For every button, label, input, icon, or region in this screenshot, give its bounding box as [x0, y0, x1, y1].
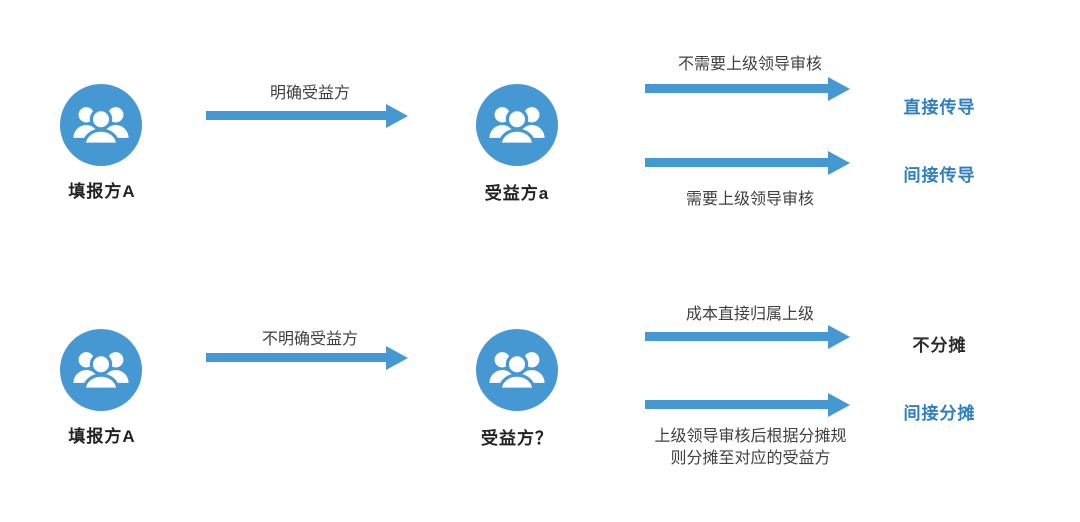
outcome-label: 不分摊	[912, 336, 967, 355]
outcome-label: 间接传导	[903, 166, 976, 185]
flow-arrow	[206, 111, 386, 120]
flow-arrow	[206, 353, 386, 362]
group-icon	[60, 329, 142, 411]
source-node-label: 填报方A	[68, 427, 136, 446]
flow-arrow	[645, 158, 828, 167]
target-node-label: 受益方a	[484, 184, 550, 203]
group-icon	[476, 84, 558, 166]
outcome-label: 间接分摊	[903, 404, 976, 423]
source-node-label: 填报方A	[68, 182, 136, 201]
flow-arrow	[645, 332, 828, 341]
condition-label: 不需要上级领导审核	[677, 56, 822, 73]
condition-label: 上级领导审核后根据分摊规则分摊至对应的受益方	[654, 428, 847, 467]
group-icon	[60, 84, 142, 166]
group-icon	[476, 329, 558, 411]
transition-label: 明确受益方	[269, 85, 350, 102]
transition-label: 不明确受益方	[261, 331, 358, 348]
flow-arrow	[645, 84, 828, 93]
outcome-label: 直接传导	[903, 98, 976, 117]
target-node-label: 受益方？	[481, 429, 553, 448]
condition-label: 成本直接归属上级	[685, 306, 814, 323]
condition-label: 需要上级领导审核	[685, 191, 814, 208]
flow-arrow	[645, 400, 828, 409]
